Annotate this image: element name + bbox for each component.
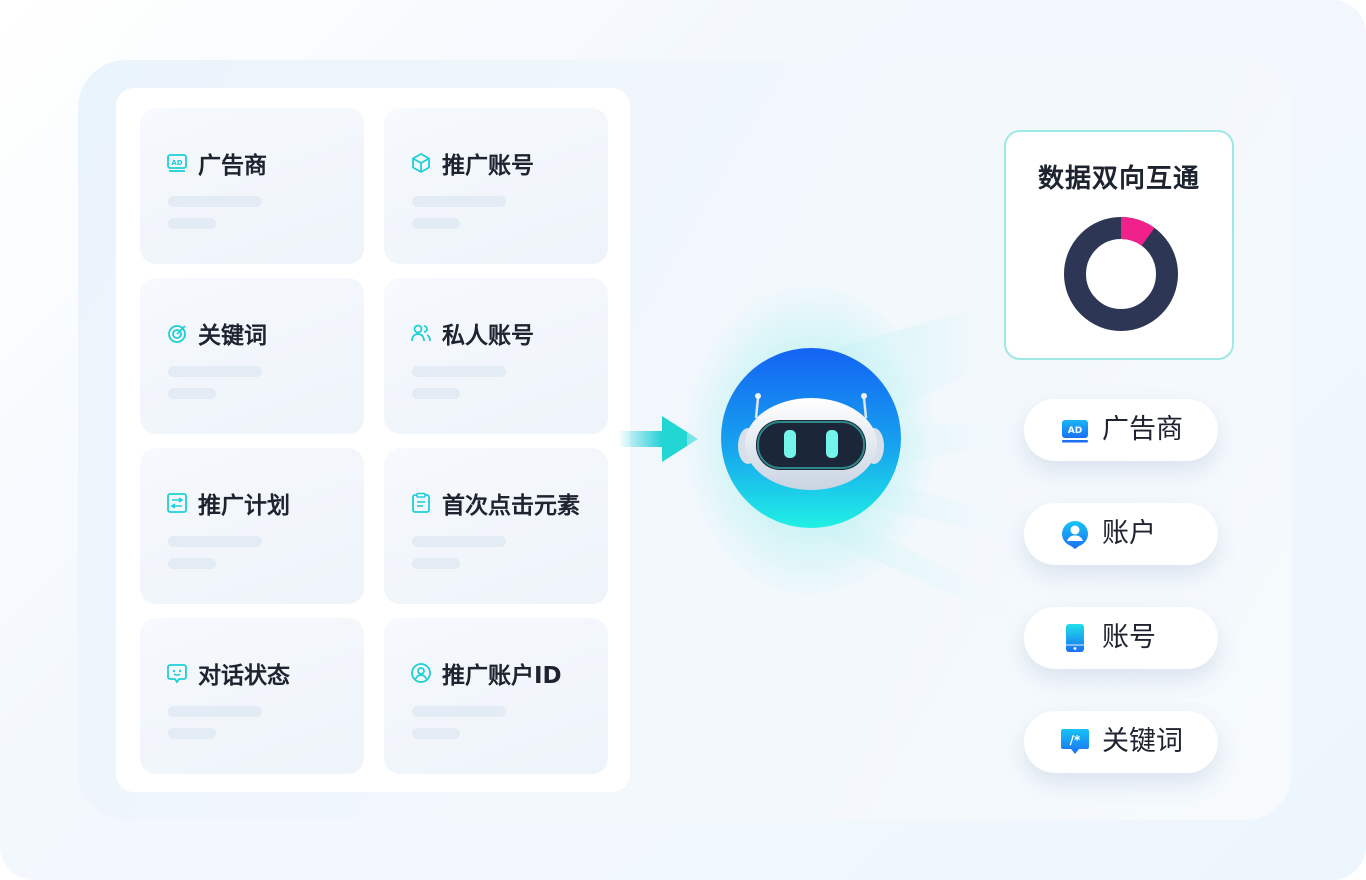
pill-label: 账号	[1102, 622, 1156, 653]
pill-keyword[interactable]: /* 关键词	[1024, 711, 1218, 773]
donut-highlight	[1064, 217, 1178, 331]
placeholder-bar	[168, 196, 262, 207]
card-label: 关键词	[198, 323, 267, 349]
field-panel: AD 广告商 推广账号 关键词 私人账	[116, 88, 630, 792]
ad-icon: AD	[166, 152, 188, 174]
placeholder-bar	[168, 218, 216, 229]
placeholder-bar	[168, 706, 262, 717]
ad-badge-icon: AD	[1060, 415, 1090, 445]
user-circle-icon	[410, 662, 432, 684]
placeholder-bar	[412, 728, 460, 739]
pill-advertiser[interactable]: AD 广告商	[1024, 399, 1218, 461]
placeholder-bar	[412, 218, 460, 229]
pill-account[interactable]: 账户	[1024, 503, 1218, 565]
phone-icon	[1060, 623, 1090, 653]
cube-icon	[410, 152, 432, 174]
data-sync-card: 数据双向互通	[1004, 130, 1234, 360]
keyword-chat-icon: /*	[1060, 727, 1090, 757]
pill-account-number[interactable]: 账号	[1024, 607, 1218, 669]
flow-arrow-icon	[618, 416, 698, 462]
clipboard-icon	[410, 492, 432, 514]
placeholder-bar	[412, 558, 460, 569]
pill-label: 账户	[1102, 518, 1156, 549]
card-first-click[interactable]: 首次点击元素	[384, 448, 608, 604]
placeholder-bar	[168, 366, 262, 377]
card-label: 广告商	[198, 153, 267, 179]
donut-ring	[1064, 217, 1178, 331]
card-advertiser[interactable]: AD 广告商	[140, 108, 364, 264]
placeholder-bar	[412, 388, 460, 399]
account-pin-icon	[1060, 519, 1090, 549]
card-chat-status[interactable]: 对话状态	[140, 618, 364, 774]
card-label: 推广账户ID	[442, 663, 562, 689]
card-promo-plan[interactable]: 推广计划	[140, 448, 364, 604]
placeholder-bar	[168, 728, 216, 739]
placeholder-bar	[412, 366, 506, 377]
placeholder-bar	[168, 388, 216, 399]
chat-face-icon	[166, 662, 188, 684]
card-private-account[interactable]: 私人账号	[384, 278, 608, 434]
svg-text:AD: AD	[171, 159, 182, 167]
card-label: 首次点击元素	[442, 493, 580, 519]
placeholder-bar	[412, 706, 506, 717]
card-label: 推广账号	[442, 153, 534, 179]
card-promo-account[interactable]: 推广账号	[384, 108, 608, 264]
target-icon	[166, 322, 188, 344]
card-label: 对话状态	[198, 663, 290, 689]
card-keyword[interactable]: 关键词	[140, 278, 364, 434]
data-sync-title: 数据双向互通	[1037, 164, 1200, 194]
placeholder-bar	[168, 558, 216, 569]
card-label: 推广计划	[198, 493, 290, 519]
ai-robot	[687, 287, 935, 595]
svg-text:/*: /*	[1070, 733, 1081, 747]
placeholder-bar	[412, 196, 506, 207]
card-label: 私人账号	[442, 323, 534, 349]
pill-label: 关键词	[1102, 726, 1183, 757]
card-promo-account-id[interactable]: 推广账户ID	[384, 618, 608, 774]
plan-icon	[166, 492, 188, 514]
donut-chart	[1064, 217, 1178, 331]
pill-label: 广告商	[1102, 414, 1183, 445]
placeholder-bar	[168, 536, 262, 547]
placeholder-bar	[412, 536, 506, 547]
users-icon	[410, 322, 432, 344]
svg-text:AD: AD	[1068, 426, 1082, 436]
